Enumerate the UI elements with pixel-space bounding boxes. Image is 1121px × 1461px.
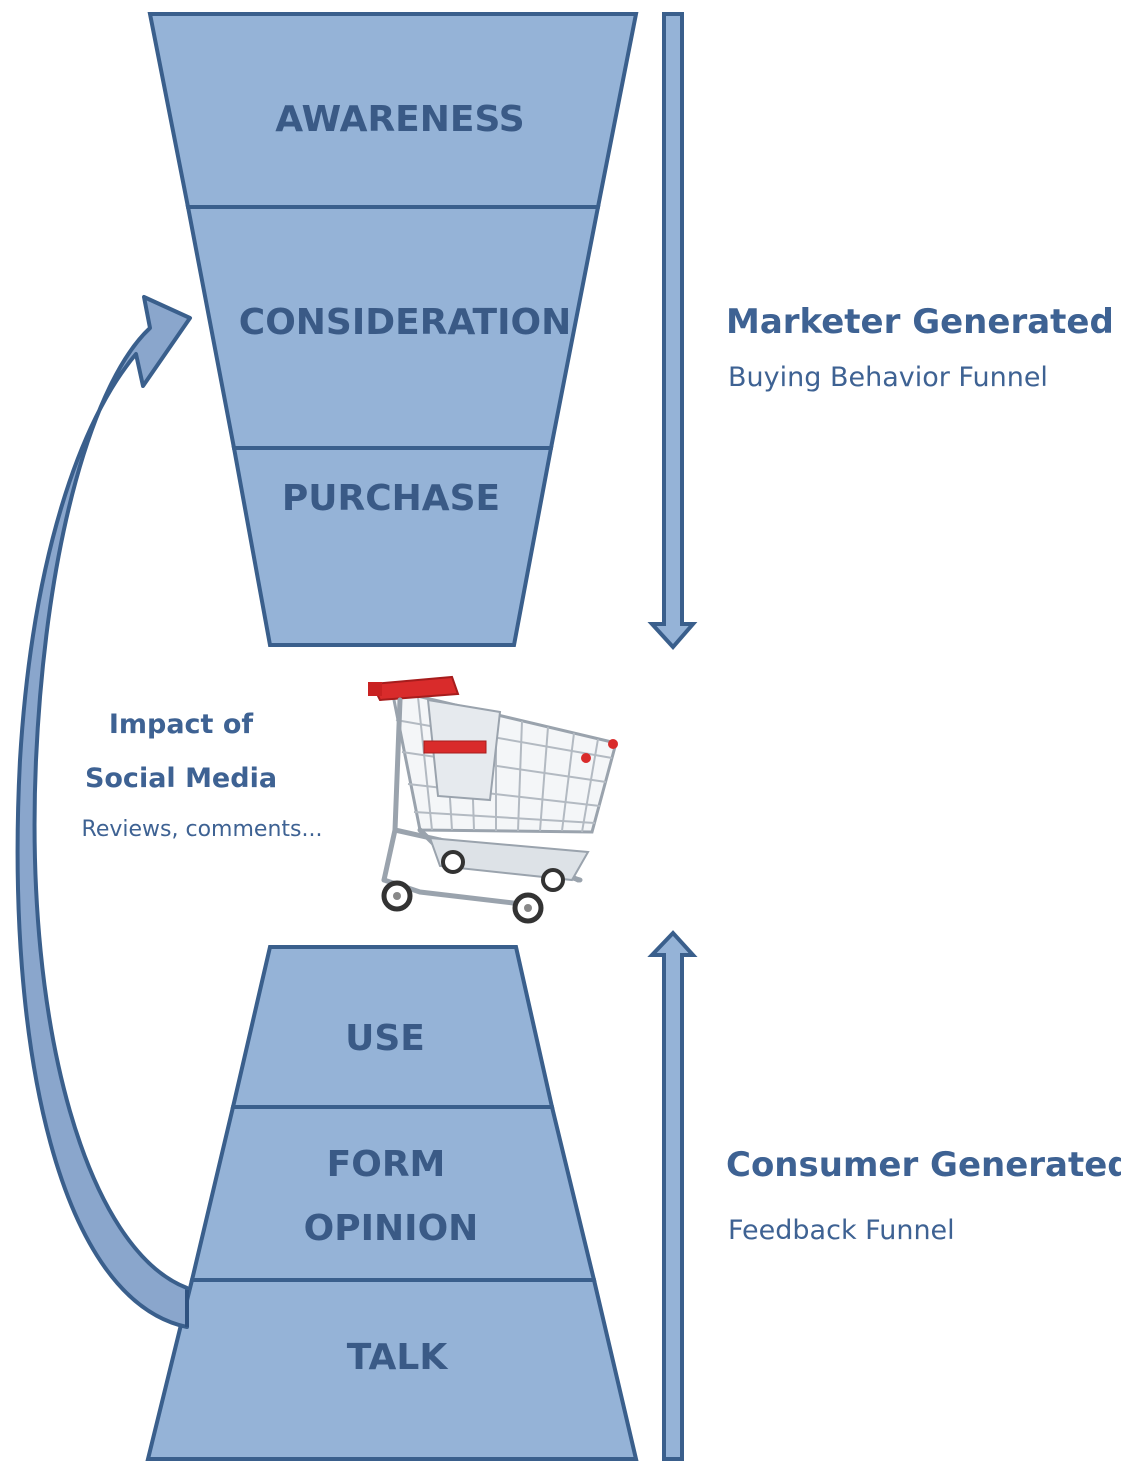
cart-wheels: [381, 850, 565, 924]
awareness-label: AWARENESS: [275, 99, 524, 140]
marketer-subtitle: Buying Behavior Funnel: [728, 362, 1048, 393]
purchase-segment: [231, 446, 554, 647]
consumer-generated-label: Consumer Generated Feedback Funnel: [726, 1145, 1121, 1246]
use-label: USE: [345, 1018, 425, 1059]
talk-segment: [145, 1278, 639, 1461]
opinion-label: OPINION: [304, 1208, 479, 1249]
shopping-cart-icon: [368, 675, 618, 924]
impact-line-2: Social Media: [85, 763, 277, 794]
form-label: FORM: [327, 1144, 446, 1185]
impact-line-3: Reviews, comments...: [82, 817, 323, 842]
marketer-title: Marketer Generated: [726, 302, 1114, 342]
consumer-subtitle: Feedback Funnel: [728, 1215, 955, 1246]
consideration-label: CONSIDERATION: [239, 302, 571, 343]
down-arrow-icon: [647, 12, 698, 651]
feedback-funnel: USE FORM OPINION TALK: [145, 945, 639, 1461]
talk-label: TALK: [347, 1337, 449, 1378]
up-arrow-icon: [647, 930, 698, 1461]
impact-line-1: Impact of: [109, 709, 254, 740]
form-opinion-segment: [189, 1105, 597, 1282]
buying-behavior-funnel: AWARENESS CONSIDERATION PURCHASE: [147, 12, 639, 647]
curved-feedback-arrow-icon: [15, 295, 192, 1329]
consumer-title: Consumer Generated: [726, 1145, 1121, 1185]
marketer-generated-label: Marketer Generated Buying Behavior Funne…: [726, 302, 1114, 393]
impact-annotation: Impact of Social Media Reviews, comments…: [82, 709, 323, 842]
purchase-label: PURCHASE: [282, 478, 500, 519]
